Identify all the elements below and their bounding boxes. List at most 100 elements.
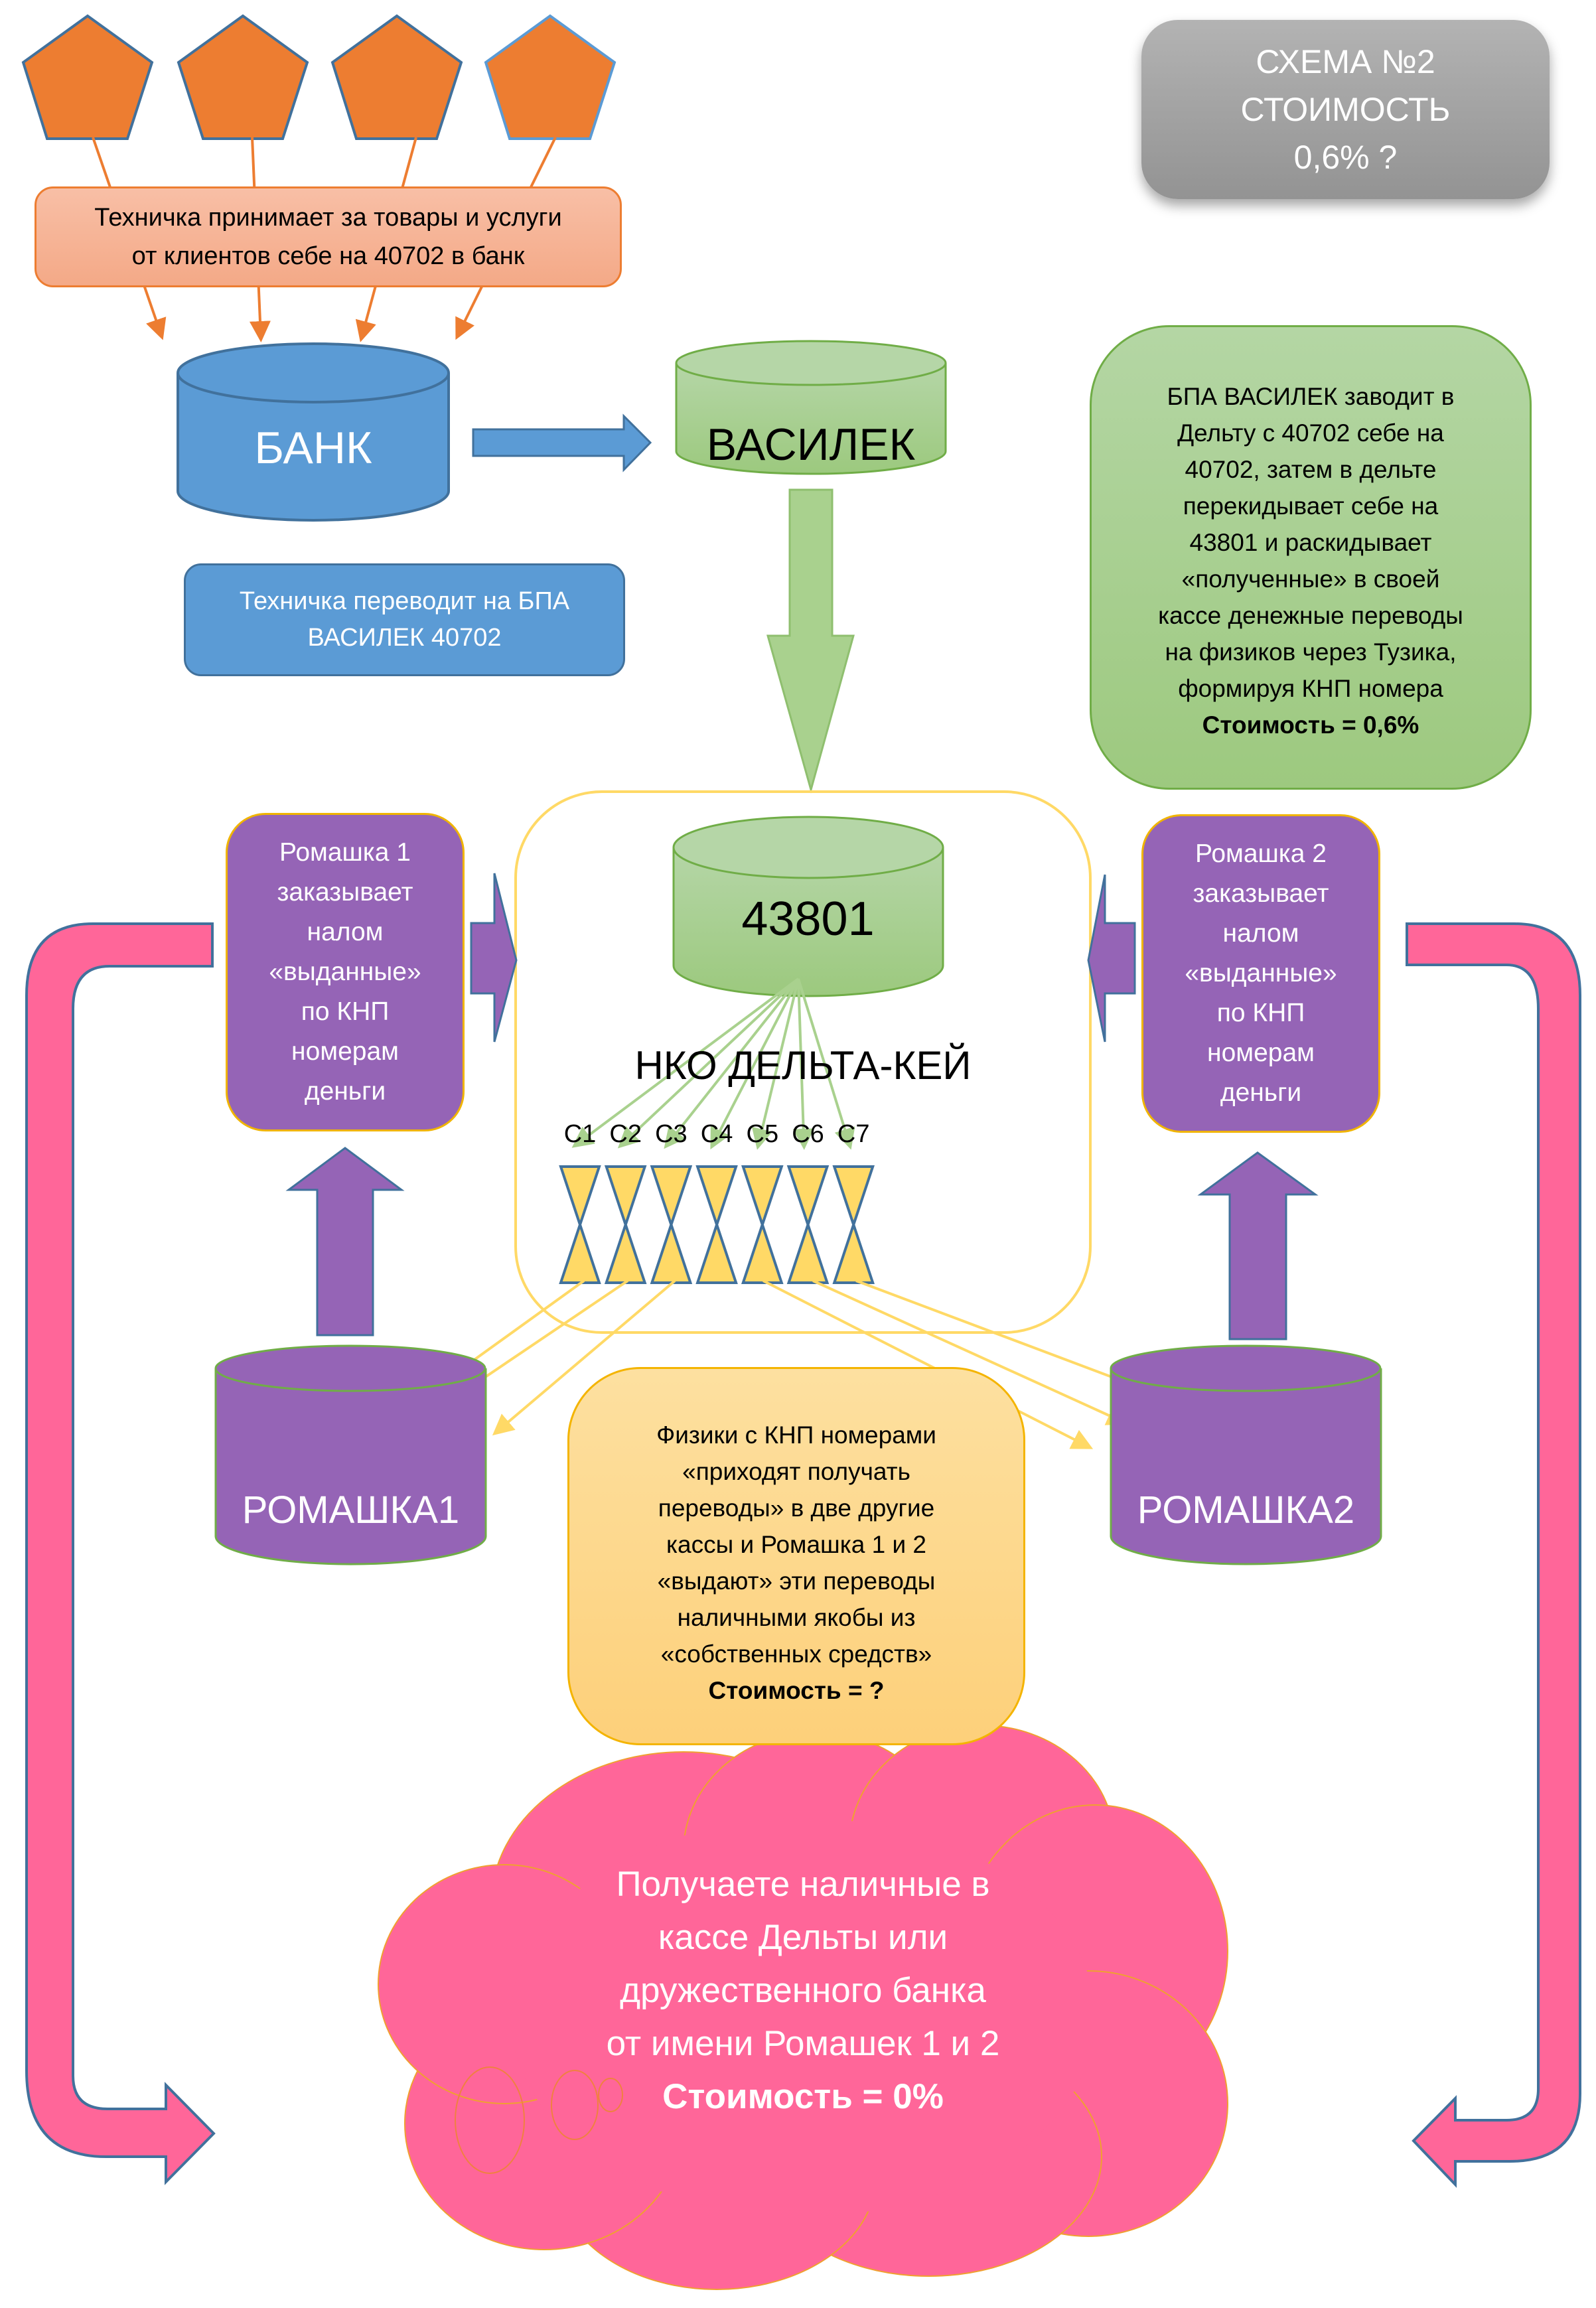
distribution-arrow [751, 978, 800, 1150]
cashdesk-hourglass-icon [832, 1165, 875, 1284]
distribution-arrow [617, 977, 800, 1149]
cashdesk-label: C4 [700, 1120, 733, 1148]
up-arrow-left-icon [285, 1147, 405, 1336]
note-line: Дельту с 40702 себе на [1177, 419, 1444, 447]
pentagon-client-icon [484, 14, 617, 140]
note-line: «выданные» [1185, 959, 1337, 987]
note-line: номерам [1207, 1039, 1315, 1067]
note-line: заказывает [1193, 879, 1329, 908]
note-line: перекидывает себе на [1183, 492, 1439, 520]
note-line: от клиентов себе на 40702 в банк [131, 242, 525, 270]
cashout-arrow-left-icon [25, 922, 216, 2185]
cashdesk-hourglass-icon [741, 1165, 784, 1284]
romashka2-label: РОМАШКА2 [1137, 1488, 1355, 1532]
scheme-cost-value: 0,6% ? [1293, 139, 1398, 176]
note-line: Ромашка 2 [1195, 839, 1327, 868]
cashdesk-label: C5 [746, 1120, 779, 1148]
transfer-note: Техничка переводит на БПА ВАСИЛЕК 40702 [184, 563, 625, 676]
bank-cylinder [177, 342, 450, 522]
cashdesk-hourglass-icon [650, 1165, 693, 1284]
distribution-arrow [571, 977, 800, 1148]
note-line: Физики с КНП номерами [656, 1421, 936, 1449]
note-line: «полученные» в своей [1181, 565, 1440, 593]
bank-label: БАНК [254, 423, 372, 473]
note-line: Техничка переводит на БПА [239, 587, 570, 615]
cost-label: Стоимость = 0% [662, 2077, 944, 2116]
cashdesk-label: C3 [655, 1120, 688, 1148]
note-line: деньги [1220, 1078, 1302, 1107]
down-arrow-icon [766, 488, 855, 794]
note-line: на физиков через Тузика, [1165, 638, 1457, 666]
distribution-arrows [571, 977, 855, 1150]
individuals-process-note: Физики с КНП номерами «приходят получать… [567, 1367, 1025, 1745]
pentagon-client-icon [21, 14, 154, 140]
scheme-cost-label: СТОИМОСТЬ [1240, 91, 1451, 128]
cashdesk-hourglass-icon [604, 1165, 647, 1284]
yellow-arrow [762, 1279, 1094, 1449]
note-line: номерам [291, 1037, 399, 1066]
note-line: налом [307, 918, 384, 946]
cashdesk-hourglass-icon [695, 1165, 738, 1284]
nko-name-label: НКО ДЕЛЬТА-КЕЙ [634, 1043, 972, 1088]
note-line: 40702, затем в дельте [1185, 456, 1437, 483]
yellow-arrow [492, 1279, 676, 1436]
romashka1-cylinder [214, 1344, 487, 1565]
note-line: заказывает [277, 878, 413, 906]
cashdesk-label: C2 [609, 1120, 642, 1148]
romashka1-order-note: Ромашка 1 заказывает налом «выданные» по… [226, 813, 465, 1131]
note-line: наличными якобы из [677, 1604, 916, 1631]
note-line: кассе денежные переводы [1158, 602, 1463, 629]
scheme-title-line: СХЕМА №2 [1256, 43, 1435, 80]
transfer-arrow-icon [472, 413, 652, 472]
cost-label: Стоимость = ? [708, 1677, 885, 1704]
romashka1-label: РОМАШКА1 [242, 1488, 460, 1532]
note-line: от имени Ромашек 1 и 2 [606, 2024, 1000, 2063]
distribution-arrow [797, 978, 855, 1150]
note-line: формируя КНП номера [1178, 675, 1443, 702]
cashdesk-label: C1 [563, 1120, 597, 1148]
note-line: «выданные» [269, 958, 421, 986]
order-arrow-right-icon [1087, 874, 1136, 1043]
result-cloud [378, 1725, 1228, 2290]
note-line: «приходят получать [682, 1458, 910, 1485]
cashdesk-label: C6 [792, 1120, 824, 1148]
note-line: деньги [304, 1077, 386, 1106]
up-arrow-right-icon [1197, 1151, 1319, 1340]
account-43801-label: 43801 [741, 893, 875, 946]
yellow-arrow [812, 1279, 1129, 1425]
distribution-arrow [710, 978, 800, 1150]
cashdesks-group [559, 1165, 875, 1284]
cashdesk-hourglass-icon [786, 1165, 830, 1284]
note-line: Техничка принимает за товары и услуги [94, 204, 562, 232]
romashka2-order-note: Ромашка 2 заказывает налом «выданные» по… [1141, 814, 1380, 1133]
note-line: ВАСИЛЕК 40702 [307, 624, 502, 652]
note-line: налом [1222, 919, 1299, 948]
note-line: Ромашка 1 [279, 838, 411, 867]
vasilek-process-note: БПА ВАСИЛЕК заводит в Дельту с 40702 себ… [1090, 325, 1532, 790]
cloud-text: Получаете наличные в кассе Дельты или др… [478, 1845, 1128, 2137]
pentagon-client-icon [330, 14, 463, 140]
scheme-title-box: СХЕМА №2 СТОИМОСТЬ 0,6% ? [1141, 20, 1550, 199]
note-line: Получаете наличные в [616, 1865, 990, 1904]
note-line: кассы и Ромашка 1 и 2 [666, 1531, 926, 1558]
note-line: дружественного банка [620, 1971, 986, 2010]
cashdesk-hourglass-icon [559, 1165, 601, 1284]
romashka2-cylinder [1110, 1344, 1382, 1565]
vasilek-cylinder [675, 340, 947, 475]
client-payment-note: Техничка принимает за товары и услуги от… [35, 186, 622, 287]
note-line: «собственных средств» [660, 1640, 932, 1668]
clients-group [21, 14, 617, 140]
distribution-arrow [792, 978, 814, 1150]
note-line: 43801 и раскидывает [1189, 529, 1432, 556]
cashdesk-label: C7 [837, 1120, 870, 1148]
note-line: по КНП [301, 997, 390, 1026]
note-line: БПА ВАСИЛЕК заводит в [1167, 383, 1455, 410]
nko-container [514, 790, 1092, 1334]
note-line: «выдают» эти переводы [657, 1567, 936, 1595]
distribution-arrow [664, 977, 800, 1149]
cost-label: Стоимость = 0,6% [1202, 711, 1419, 739]
pentagon-client-icon [177, 14, 309, 140]
note-line: переводы» в две другие [658, 1494, 935, 1522]
order-arrow-left-icon [470, 873, 518, 1043]
